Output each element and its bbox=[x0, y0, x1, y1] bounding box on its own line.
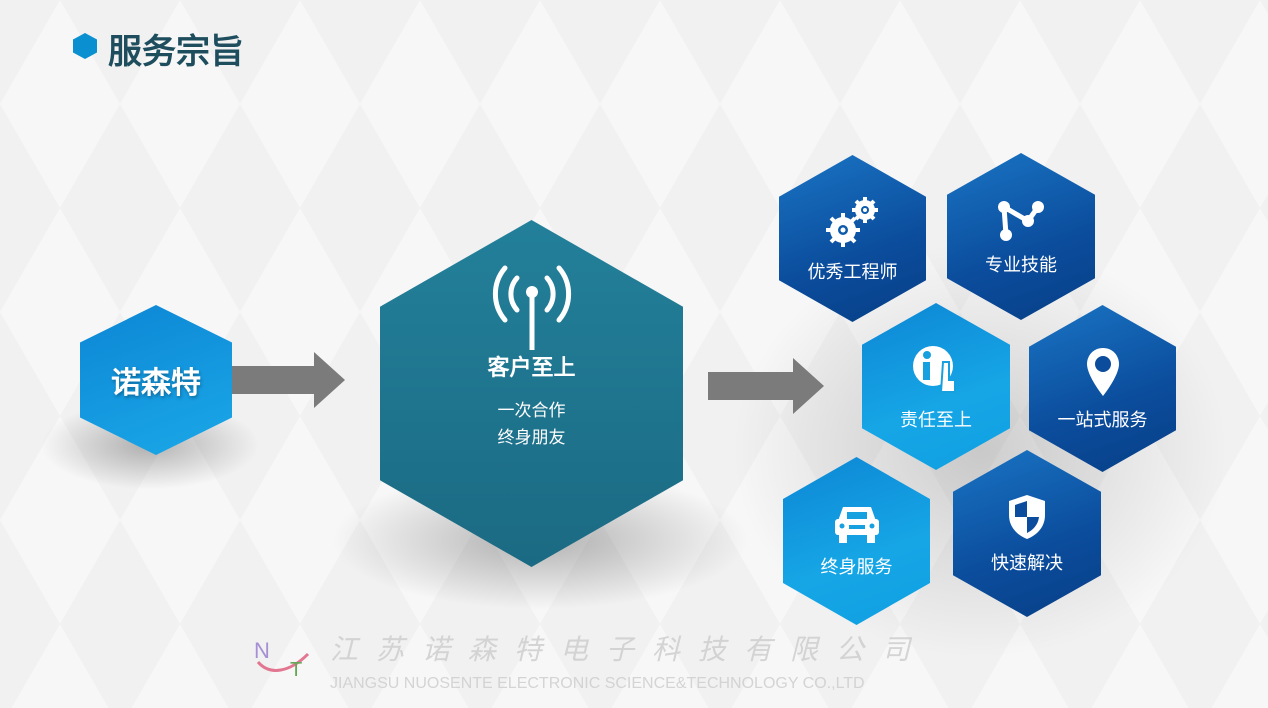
service-label: 专业技能 bbox=[985, 254, 1057, 276]
nodes-icon bbox=[998, 200, 1044, 241]
center-line-2: 终身朋友 bbox=[497, 428, 566, 448]
service-label: 一站式服务 bbox=[1057, 409, 1148, 431]
service-label: 终身服务 bbox=[820, 557, 893, 578]
brand-label: 诺森特 bbox=[111, 366, 201, 401]
signal-antenna-icon bbox=[492, 265, 571, 350]
service-one-stop: 一站式服务 bbox=[1029, 305, 1176, 472]
service-lifetime: 终身服务 bbox=[783, 457, 930, 625]
hexagon-bullet-icon bbox=[73, 33, 97, 59]
svg-text:N: N bbox=[254, 638, 270, 663]
car-icon bbox=[834, 507, 879, 543]
watermark-company-en: JIANGSU NUOSENTE ELECTRONIC SCIENCE&TECH… bbox=[330, 675, 865, 692]
page-title: 服务宗旨 bbox=[108, 32, 244, 72]
service-label: 责任至上 bbox=[900, 409, 972, 431]
arrow-right-icon bbox=[708, 358, 824, 414]
arrow-right-icon bbox=[232, 352, 345, 408]
service-label: 快速解决 bbox=[991, 552, 1063, 574]
customer-first-hexagon: 客户至上 一次合作 终身朋友 bbox=[380, 220, 683, 567]
shield-icon bbox=[1009, 494, 1045, 539]
gears-icon bbox=[825, 196, 878, 247]
service-label: 优秀工程师 bbox=[807, 261, 898, 283]
watermark-company-cn: 江苏诺森特电子科技有限公司 bbox=[330, 633, 929, 666]
svg-text:T: T bbox=[290, 659, 302, 681]
service-responsibility: 责任至上 bbox=[862, 303, 1010, 470]
center-title: 客户至上 bbox=[487, 356, 576, 381]
location-pin-icon bbox=[1086, 347, 1119, 396]
info-hand-icon bbox=[913, 345, 956, 393]
center-line-1: 一次合作 bbox=[497, 401, 566, 421]
